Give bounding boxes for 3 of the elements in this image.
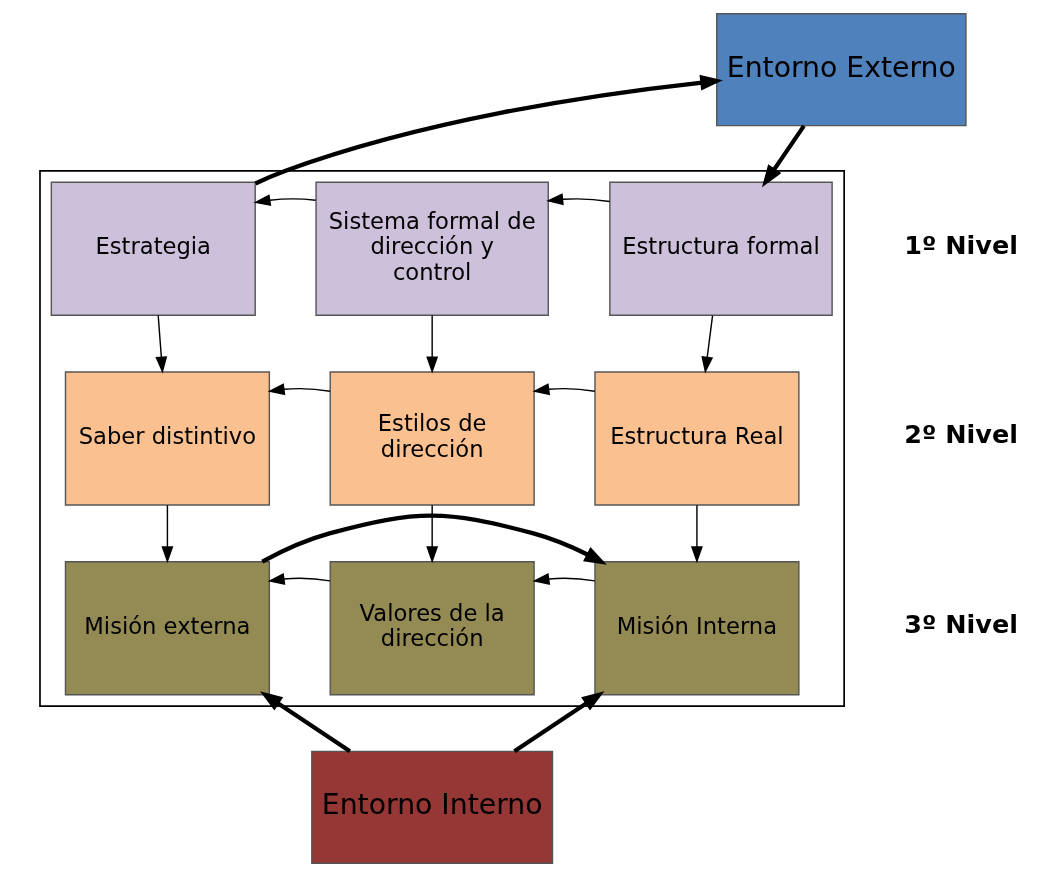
label: 3º Nivel: [904, 609, 1018, 640]
label: 1º Nivel: [904, 229, 1018, 260]
label: 2º Nivel: [904, 419, 1018, 450]
